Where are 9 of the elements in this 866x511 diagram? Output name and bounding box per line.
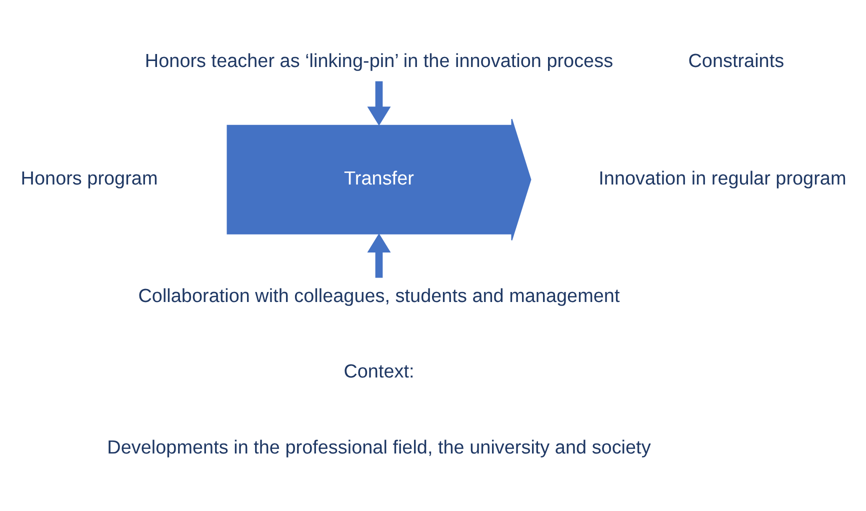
arrow	[367, 233, 391, 278]
label: Honors program	[20, 168, 158, 190]
label: Innovation in regular program	[598, 168, 846, 190]
label: Constraints	[688, 50, 784, 72]
arrow	[367, 81, 391, 126]
node-text: Honors teacher as ‘linking-pin’ in the innovation process	[144, 50, 614, 72]
label: Developments in the professional field, the university and society	[107, 437, 651, 458]
label: Context:	[344, 362, 414, 383]
node-text: Collaboration with colleagues, students and management	[138, 286, 620, 307]
